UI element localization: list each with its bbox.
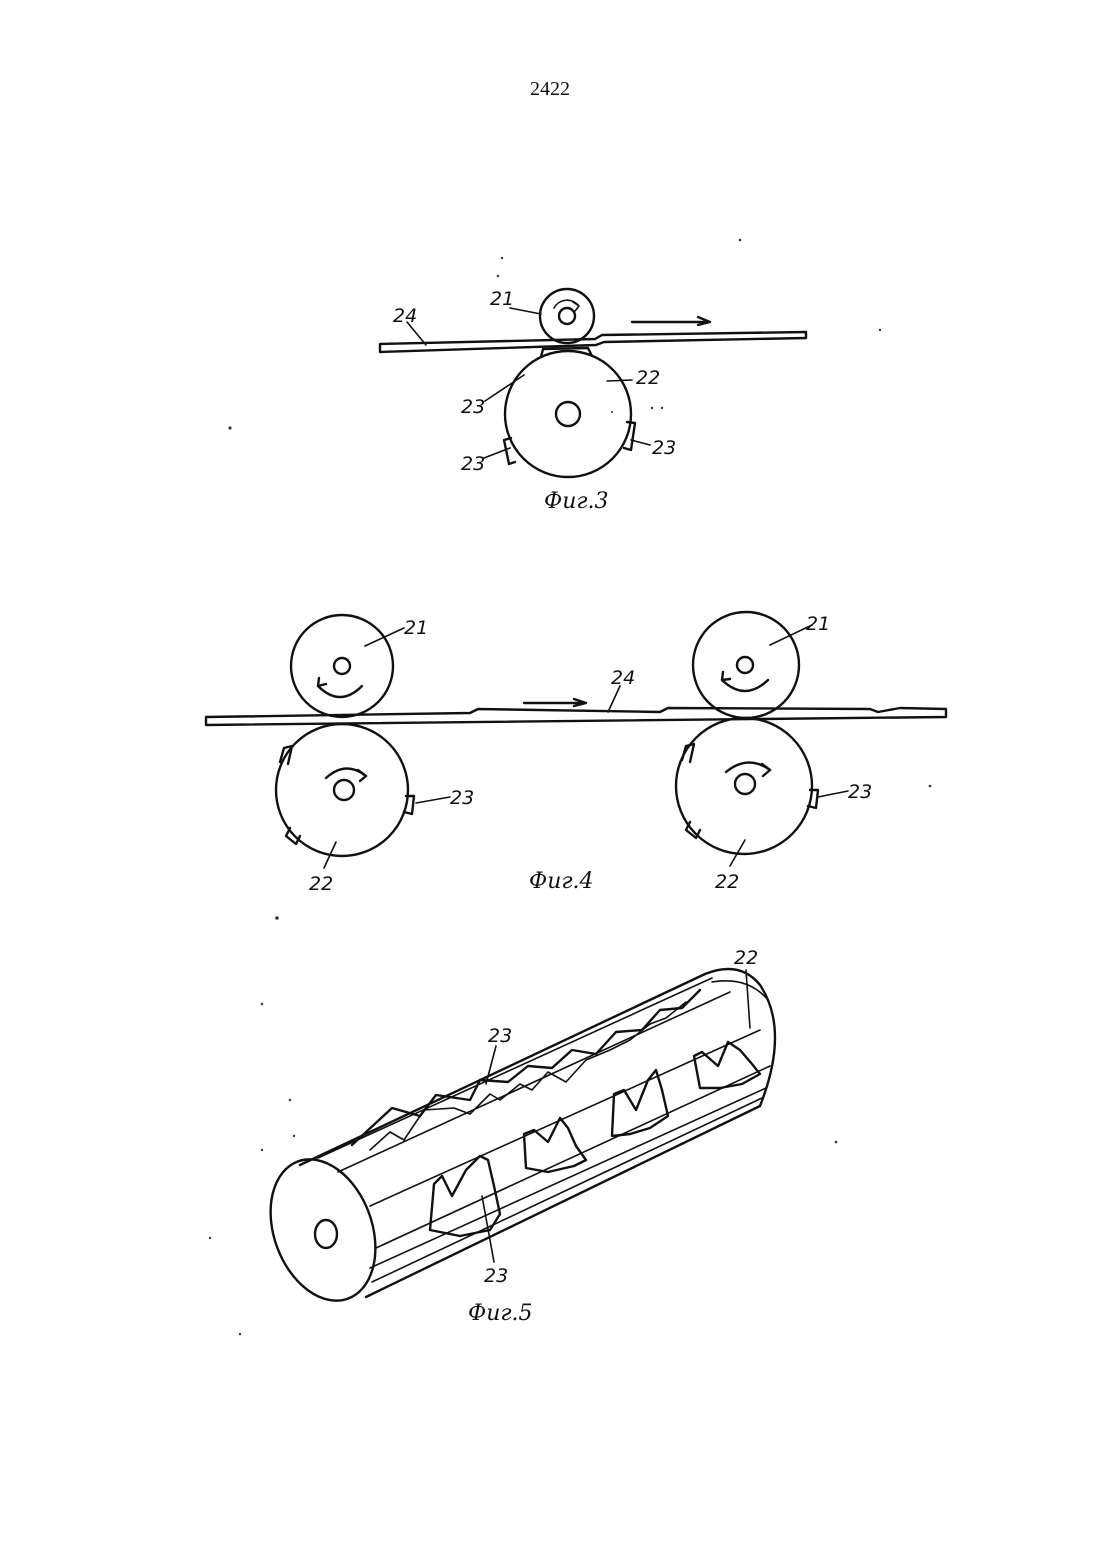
fig4-right-knife-b [808,790,818,808]
fig4-label-left-knife: 23 [450,787,474,809]
fig4-left-upper-rotation-arrow [318,686,362,697]
fig3-label-lower-roller: 22 [636,367,660,389]
fig5-caption: Фиг.5 [468,1301,533,1326]
fig3-leader-21 [510,308,541,314]
fig4-left-lower-arrowhead [358,770,366,781]
fig3-lower-roller-hub [556,402,580,426]
fig4-left-lower-roller [276,724,408,856]
fig5-leader-22 [746,970,750,1028]
fig4-label-strip: 24 [611,667,635,689]
fig3-label-upper-roller: 21 [490,288,514,310]
fig4-left-lower-hub [334,780,354,800]
fig5-roller-near-hub [315,1220,337,1248]
fig5-roller-near-face [252,1145,394,1316]
fig4-leader-23-left [416,797,450,803]
fig4-right-knife-a [682,744,694,762]
fig3-lower-roller [505,351,631,477]
fig4-label-left-lower: 22 [309,873,333,895]
fig3-leader-23a [485,375,524,401]
fig5-knife-top-inner [370,1002,686,1150]
fig3-upper-arrowhead [573,302,579,311]
fig4-label-left-upper: 21 [404,617,428,639]
fig4-right-lower-arrowhead [762,764,770,776]
fig3-label-knife-c: 23 [652,437,676,459]
fig5-label-roller: 22 [734,947,758,969]
fig3-label-knife-a: 23 [461,396,485,418]
fig3-upper-roller [540,289,594,343]
fig4-left-upper-roller [291,615,393,717]
fig4-leader-23-right [818,791,848,797]
fig5-roller-line-upper [338,992,730,1172]
fig4-leader-24 [608,686,620,712]
fig4-right-lower-hub [735,774,755,794]
fig3-label-strip: 24 [393,305,417,327]
fig5-roller-line-lower [376,1066,770,1248]
fig3-caption: Фиг.3 [544,489,609,514]
fig3-leader-22 [607,380,632,381]
fig4-left-upper-hub [334,658,350,674]
fig3-strip [380,332,806,352]
fig4-label-right-knife: 23 [848,781,872,803]
fig5-blade-2 [524,1118,586,1172]
fig3-label-knife-b: 23 [461,453,485,475]
fig4-left-lower-rotation-arrow [326,768,366,778]
fig4-right-upper-arrowhead [722,672,730,680]
fig4-right-lower-roller [676,718,812,854]
fig5-roller-line-top [318,978,712,1158]
fig4-right-upper-hub [737,657,753,673]
fig5-label-knife-top: 23 [488,1025,512,1047]
fig5-blade-4 [694,1042,760,1088]
figure-5: 22 23 23 Фиг.5 [252,947,775,1326]
fig4-caption: Фиг.4 [529,869,594,894]
fig3-upper-roller-hub [559,308,575,324]
fig5-label-knife-bottom: 23 [484,1265,508,1287]
figure-4: 21 21 24 23 23 22 22 Фиг.4 [206,612,946,895]
fig4-right-upper-roller [693,612,799,718]
fig4-label-right-lower: 22 [715,871,739,893]
fig4-label-right-upper: 21 [806,613,830,635]
fig3-leader-23c [631,440,650,445]
fig4-right-upper-rotation-arrow [722,680,768,691]
fig4-left-knife-c [286,828,300,844]
fig4-leader-21-left [365,628,404,646]
fig4-left-upper-arrowhead [318,678,326,686]
fig5-roller-line-bottom1 [370,1088,766,1268]
figure-3: 24 21 22 23 23 23 Фиг.3 [380,288,806,514]
fig3-knife-left [504,438,515,464]
